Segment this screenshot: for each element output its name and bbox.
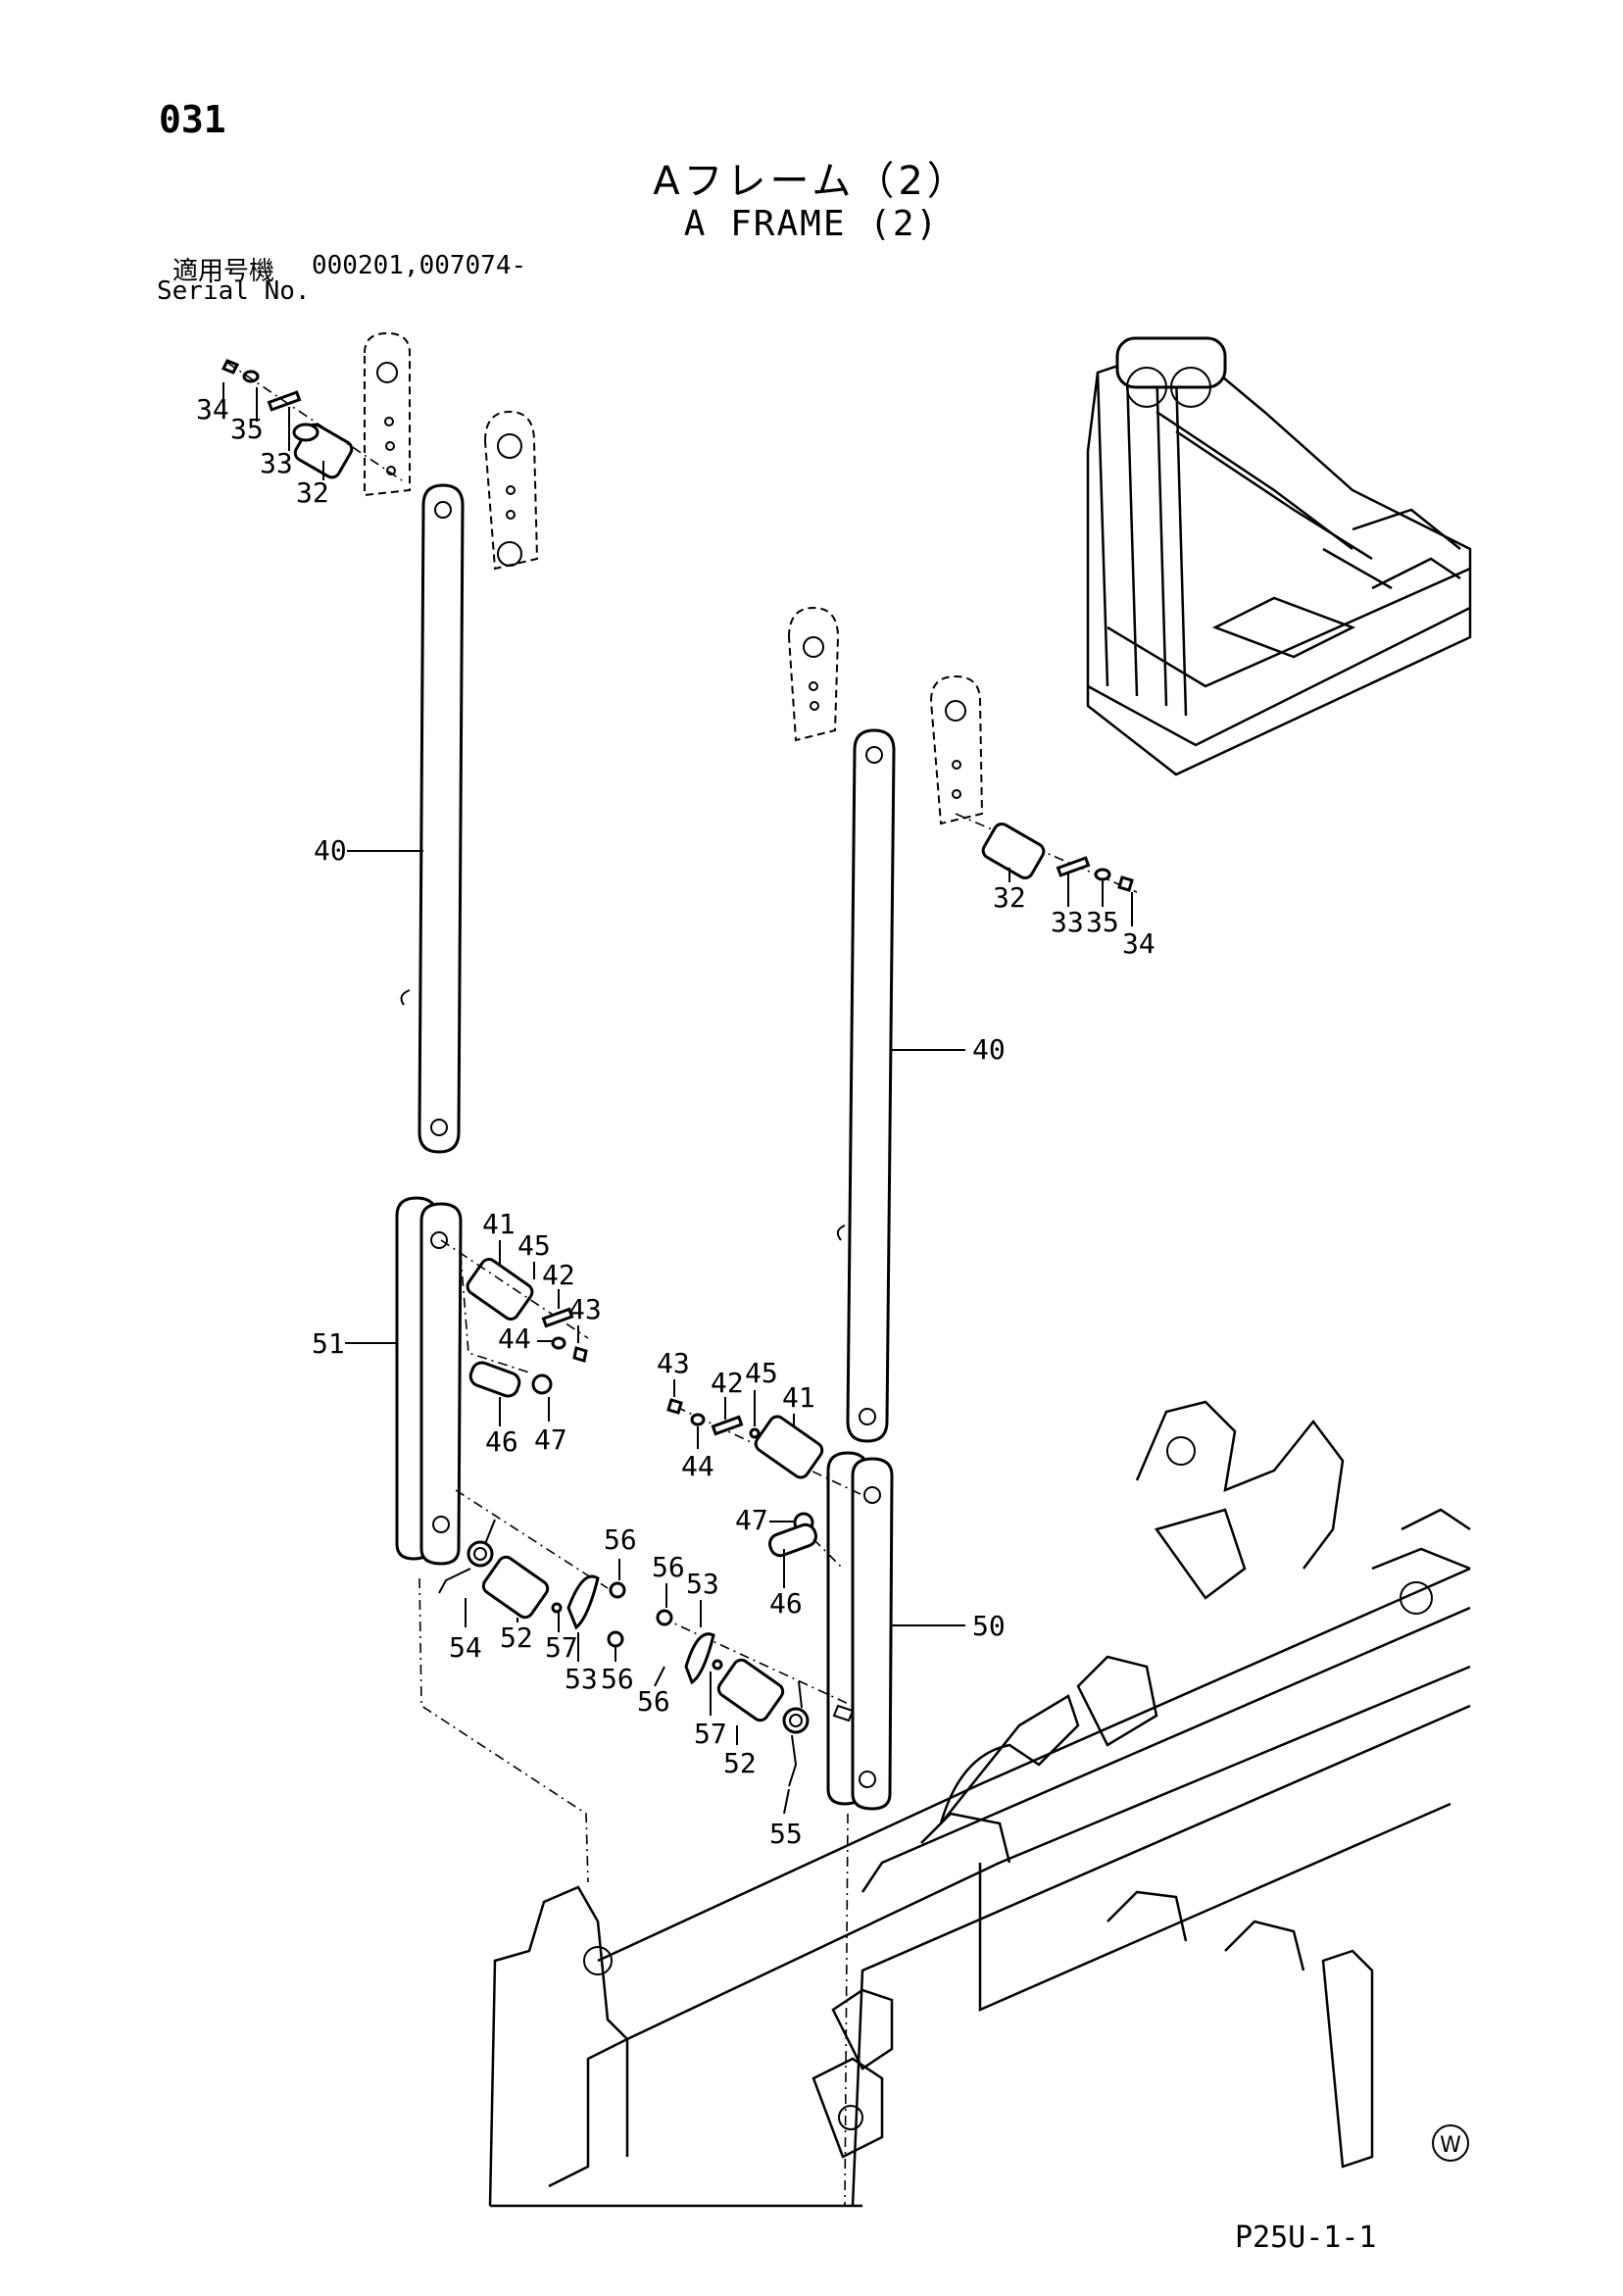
- callout-52-right: 52: [723, 1747, 757, 1779]
- callout-45-left: 45: [517, 1229, 551, 1262]
- page-number: 031: [159, 98, 226, 141]
- callout-41-left: 41: [482, 1208, 516, 1240]
- callout-51: 51: [312, 1327, 345, 1360]
- callout-44-left: 44: [498, 1323, 531, 1355]
- callout-56-right-a: 56: [652, 1551, 685, 1583]
- callout-44-right: 44: [681, 1450, 714, 1482]
- callout-labels: 34 35 33 32 40 41 45 42 43 44 51 46 47 5…: [196, 382, 1156, 1850]
- callout-47-right: 47: [735, 1504, 768, 1536]
- w-mark-letter: W: [1440, 2133, 1461, 2158]
- callout-50: 50: [972, 1610, 1006, 1642]
- callout-43-right: 43: [657, 1347, 690, 1379]
- callout-56-right-b: 56: [637, 1685, 670, 1718]
- w-mark: W: [1432, 2124, 1469, 2162]
- callout-40-right: 40: [972, 1033, 1006, 1066]
- callout-53-right: 53: [686, 1568, 719, 1600]
- callout-33-right: 33: [1051, 906, 1084, 938]
- title-english: A FRAME (2): [683, 204, 940, 244]
- title-japanese: Aフレーム（2）: [653, 159, 970, 204]
- callout-42-right: 42: [711, 1367, 744, 1399]
- callout-43-left: 43: [568, 1293, 602, 1325]
- callout-54: 54: [449, 1631, 482, 1664]
- callout-42-left: 42: [542, 1259, 575, 1291]
- callout-33-left: 33: [260, 447, 293, 479]
- callout-56-left-a: 56: [604, 1523, 637, 1556]
- callout-56-left-b: 56: [601, 1663, 634, 1695]
- left-link-assembly: [221, 331, 626, 1648]
- callout-41-right: 41: [782, 1381, 815, 1414]
- right-link-assembly: [656, 606, 1138, 1811]
- callout-34-right: 34: [1122, 927, 1156, 960]
- callout-45-right: 45: [745, 1357, 778, 1389]
- callout-40-left: 40: [314, 834, 347, 867]
- callout-32-right: 32: [993, 881, 1026, 914]
- callout-32-left: 32: [296, 476, 329, 509]
- drawing-code: P25U-1-1: [1235, 2221, 1377, 2255]
- callout-53-left: 53: [565, 1663, 598, 1695]
- base-frame: [418, 1400, 1471, 2208]
- callout-57-left: 57: [545, 1631, 578, 1664]
- callout-35-right: 35: [1086, 906, 1119, 938]
- callout-57-right: 57: [694, 1718, 727, 1750]
- callout-55: 55: [769, 1818, 803, 1850]
- callout-47-left: 47: [534, 1423, 567, 1456]
- machine-overview-inset: [1086, 336, 1472, 776]
- serial-label-japanese: 適用号機: [172, 257, 275, 286]
- serial-label-english: Serial No.: [157, 276, 311, 306]
- serial-range: 000201,007074-: [312, 251, 527, 280]
- callout-52-left: 52: [500, 1622, 533, 1654]
- callout-46-right: 46: [769, 1587, 803, 1620]
- callout-35-left: 35: [230, 413, 264, 445]
- callout-46-left: 46: [485, 1425, 518, 1458]
